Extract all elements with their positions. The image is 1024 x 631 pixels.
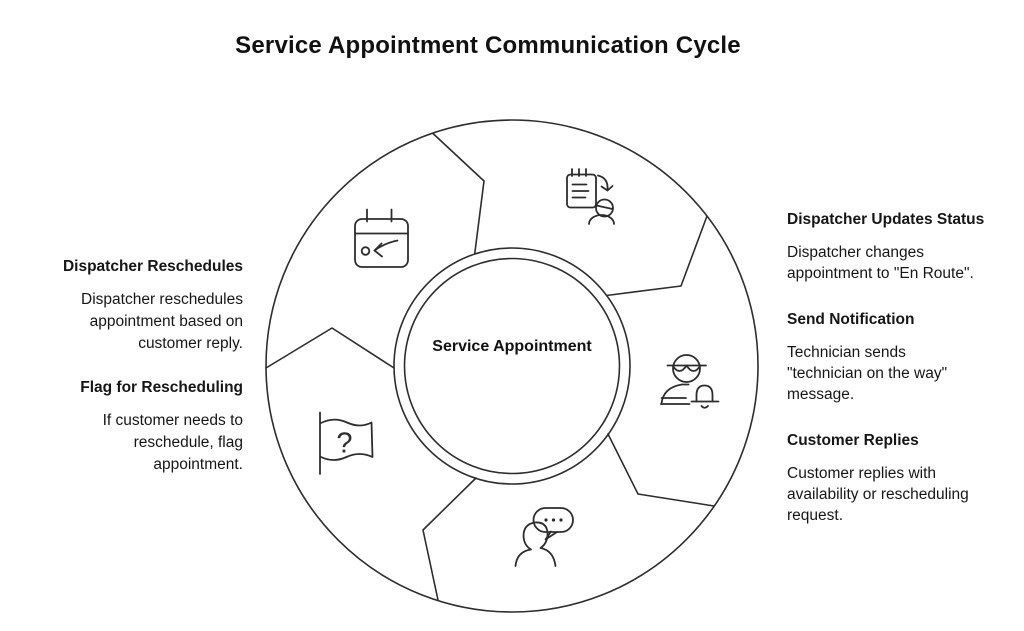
annotation-line: request.	[787, 507, 844, 524]
annotation-heading: Customer Replies	[787, 432, 919, 449]
annotation-heading: Send Notification	[787, 311, 915, 328]
customer-chat-icon	[514, 507, 574, 567]
annotation-paragraph: Customer replies with availability or re…	[787, 463, 1005, 526]
annotation-line: appointment based on	[89, 313, 243, 330]
annotation-line: availability or rescheduling	[787, 486, 969, 503]
annotation-line: appointment to "En Route".	[787, 265, 974, 282]
segment-divider	[422, 477, 477, 601]
annotation-heading: Dispatcher Updates Status	[787, 211, 985, 228]
hub-outer-circle	[393, 247, 631, 485]
annotation-line: customer reply.	[138, 335, 243, 352]
segment-divider	[605, 215, 708, 297]
annotation-paragraph: If customer needs to reschedule, flag ap…	[40, 410, 243, 476]
calendar-reschedule-icon	[354, 208, 409, 268]
annotation-line: Dispatcher changes	[787, 244, 924, 261]
annotation-line: appointment.	[153, 456, 243, 473]
annotation-line: reschedule, flag	[133, 434, 243, 451]
annotation-paragraph: Dispatcher reschedules appointment based…	[40, 289, 243, 355]
right-annotation-column: Dispatcher Updates Status Dispatcher cha…	[787, 210, 1005, 552]
outer-circle	[265, 119, 759, 613]
segment-divider	[432, 132, 485, 255]
annotation-heading: Dispatcher Reschedules	[62, 258, 243, 275]
annotation-line: If customer needs to	[102, 412, 243, 429]
annotation-line: message.	[787, 386, 855, 403]
annotation-line: "technician on the way"	[787, 365, 948, 382]
page-title: Service Appointment Communication Cycle	[235, 32, 741, 59]
segment-divider	[265, 327, 395, 369]
annotation-line: Technician sends	[787, 344, 906, 361]
annotation-heading: Flag for Rescheduling	[80, 379, 243, 396]
question-flag-icon: ?	[319, 411, 374, 475]
annotation-paragraph: Technician sends "technician on the way"…	[787, 342, 1005, 405]
left-annotation-column: Dispatcher Reschedules Dispatcher resche…	[40, 257, 243, 499]
flag-question-mark: ?	[336, 428, 352, 460]
annotation-line: Dispatcher reschedules	[81, 291, 243, 308]
annotation-paragraph: Dispatcher changes appointment to "En Ro…	[787, 242, 1005, 284]
diagram-center-label: Service Appointment	[432, 338, 592, 355]
technician-bell-icon	[660, 354, 720, 409]
status-update-clipboard-icon	[566, 168, 615, 225]
hub-inner-circle	[403, 257, 621, 475]
segment-divider	[607, 433, 715, 507]
annotation-line: Customer replies with	[787, 465, 937, 482]
